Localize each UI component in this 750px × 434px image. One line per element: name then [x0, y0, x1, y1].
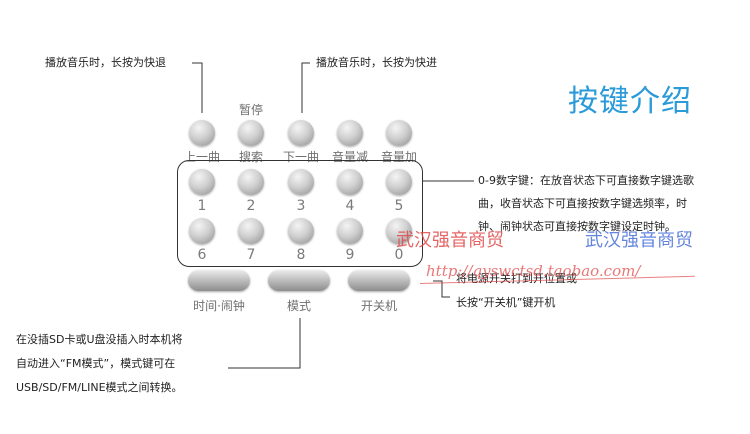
callout-rewind: 播放音乐时，长按为快退 [45, 56, 166, 69]
digit-label: 0 [394, 247, 404, 263]
digit-label: 4 [345, 198, 355, 214]
power-label: 开关机 [360, 299, 397, 313]
callout-line-mode [228, 318, 301, 369]
callout-forward: 播放音乐时，长按为快进 [316, 56, 437, 69]
watermark-shop-name-left: 武汉强音商贸 [396, 230, 504, 251]
prev-track-button[interactable] [189, 120, 215, 146]
callout-numeric-line2: 曲，收音状态下可直接按数字键选频率，时 [478, 197, 687, 210]
mode-button[interactable] [268, 270, 330, 291]
digit-0-button[interactable] [386, 218, 412, 244]
callout-power-line1: 将电源开关打到开位置或 [456, 272, 577, 285]
callout-numeric-line3: 钟、闹钟状态可直接按数字键设定时钟。 [478, 220, 676, 233]
digit-3-button[interactable] [288, 169, 314, 195]
next-track-button[interactable] [288, 120, 314, 146]
digit-label: 8 [296, 247, 306, 263]
digit-5-button[interactable] [386, 169, 412, 195]
digit-7-button[interactable] [238, 218, 264, 244]
digit-8-button[interactable] [288, 218, 314, 244]
mode-label: 模式 [286, 299, 311, 313]
pause-label: 暂停 [238, 103, 263, 117]
digit-label: 1 [197, 198, 207, 214]
numeric-keypad-frame [177, 160, 423, 267]
callout-mode-line2: 自动进入“FM模式”，模式键可在 [16, 357, 176, 370]
digit-6-button[interactable] [189, 218, 215, 244]
callout-line-rewind [192, 62, 203, 113]
digit-label: 7 [246, 247, 256, 263]
digit-9-button[interactable] [337, 218, 363, 244]
time-alarm-button[interactable] [188, 270, 250, 291]
callout-mode-line3: USB/SD/FM/LINE模式之间转换。 [16, 381, 183, 394]
digit-label: 2 [246, 198, 256, 214]
callout-line-forward [301, 62, 310, 113]
digit-label: 6 [197, 247, 207, 263]
digit-4-button[interactable] [337, 169, 363, 195]
digit-2-button[interactable] [238, 169, 264, 195]
callout-power-line2: 长按“开关机”键开机 [456, 296, 556, 309]
digit-label: 3 [296, 198, 306, 214]
time-alarm-label: 时间·闹钟 [193, 299, 245, 313]
page-title: 按键介绍 [568, 84, 692, 119]
callout-mode-line1: 在没插SD卡或U盘没插入时本机将 [16, 333, 183, 346]
callout-numeric-line1: 0-9数字键：在放音状态下可直接数字键选歌 [478, 174, 694, 187]
power-button[interactable] [348, 270, 410, 291]
watermark-shop-name-right: 武汉强音商贸 [585, 230, 693, 251]
callout-line-power [433, 280, 450, 298]
volume-up-button[interactable] [386, 120, 412, 146]
search-pause-button[interactable] [238, 120, 264, 146]
watermark-url: http://qyswctsd.taobao.com/ [426, 262, 641, 280]
digit-label: 5 [394, 198, 404, 214]
volume-down-button[interactable] [337, 120, 363, 146]
digit-label: 9 [345, 247, 355, 263]
digit-1-button[interactable] [189, 169, 215, 195]
